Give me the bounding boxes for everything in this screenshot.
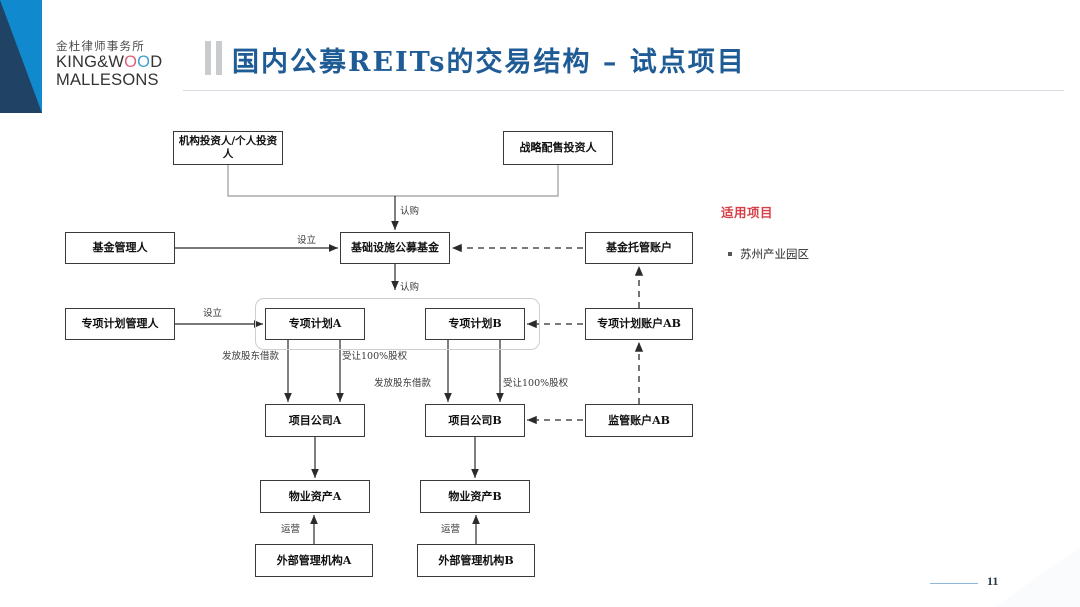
- logo-chinese-name: 金杜律师事务所: [56, 39, 145, 53]
- edge-label-subscribe-top: 认购: [400, 206, 420, 217]
- node-abs-plan-b[interactable]: 专项计划B: [425, 308, 525, 340]
- node-institutional-investor[interactable]: 机构投资人/个人投资人: [173, 131, 283, 165]
- node-strategic-investor[interactable]: 战略配售投资人: [503, 131, 613, 165]
- corner-graphic: [0, 0, 42, 113]
- logo-english-line1: KING&WOOD: [56, 52, 174, 72]
- edge-label-establish-abs: 设立: [203, 308, 223, 319]
- footer-corner-graphic: [950, 547, 1080, 607]
- node-abs-plan-manager[interactable]: 专项计划管理人: [65, 308, 175, 340]
- node-abs-plan-account-ab[interactable]: 专项计划账户AB: [585, 308, 693, 340]
- logo-text-king-wood: KING&W: [56, 52, 125, 71]
- node-abs-plan-a[interactable]: 专项计划A: [265, 308, 365, 340]
- page-title: 国内公募REITs的交易结构 – 试点项目: [232, 47, 746, 78]
- node-external-manager-a[interactable]: 外部管理机构A: [255, 544, 373, 577]
- node-property-asset-b[interactable]: 物业资产B: [420, 480, 530, 513]
- edge-label-equity-transfer-a: 受让100%股权: [342, 351, 408, 362]
- node-fund-custody-account[interactable]: 基金托管账户: [585, 232, 693, 264]
- edge-label-shareholder-loan-a: 发放股东借款: [222, 351, 280, 362]
- logo-o-red: O: [124, 52, 138, 71]
- node-external-manager-b[interactable]: 外部管理机构B: [417, 544, 535, 577]
- node-fund-manager[interactable]: 基金管理人: [65, 232, 175, 264]
- title-accent-bars: [205, 41, 222, 75]
- edge-label-equity-transfer-b: 受让100%股权: [503, 378, 569, 389]
- page-number: 11: [987, 574, 999, 588]
- node-property-asset-a[interactable]: 物业资产A: [260, 480, 370, 513]
- edge-label-operate-b: 运营: [441, 524, 461, 535]
- logo-text-d: D: [150, 52, 163, 71]
- node-public-fund[interactable]: 基础设施公募基金: [340, 232, 450, 264]
- applicable-projects-item: 苏州产业园区: [728, 246, 809, 262]
- footer-divider: [930, 583, 978, 584]
- edge-label-subscribe-mid: 认购: [400, 282, 420, 293]
- bullet-icon: [728, 252, 732, 256]
- edge-label-shareholder-loan-b: 发放股东借款: [374, 378, 432, 389]
- logo-o-blue: O: [137, 52, 151, 71]
- kwm-logo: 金杜律师事务所 KING&WOOD MALLESONS: [56, 39, 174, 89]
- applicable-projects-title: 适用项目: [721, 205, 774, 220]
- node-supervision-account-ab[interactable]: 监管账户AB: [585, 404, 693, 437]
- edge-label-establish-fund: 设立: [297, 235, 317, 246]
- edge-label-operate-a: 运营: [281, 524, 301, 535]
- header-divider: [183, 90, 1064, 91]
- logo-english-line2: MALLESONS: [56, 70, 159, 89]
- node-project-company-a[interactable]: 项目公司A: [265, 404, 365, 437]
- applicable-project-label: 苏州产业园区: [740, 247, 809, 261]
- node-project-company-b[interactable]: 项目公司B: [425, 404, 525, 437]
